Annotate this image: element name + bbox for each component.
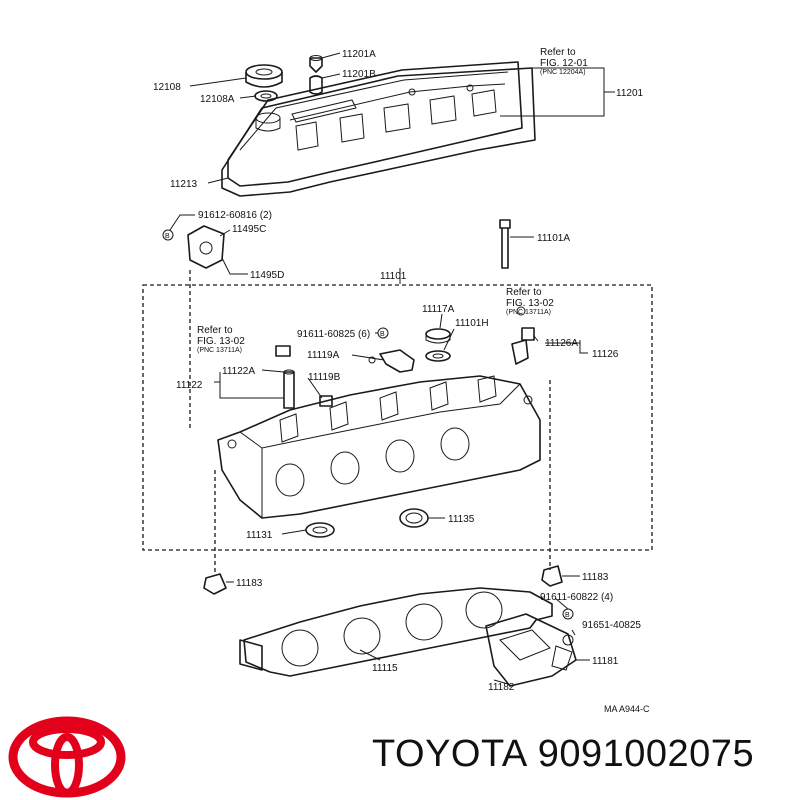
label-11119A: 11119A bbox=[307, 350, 340, 361]
ref1-line2: FIG. 12-01 bbox=[540, 58, 588, 69]
ref3-line1: Refer to bbox=[506, 287, 542, 298]
cylinder-head-drawing bbox=[217, 375, 541, 519]
label-11122A: 11122A bbox=[222, 366, 255, 377]
label-11126: 11126 bbox=[592, 349, 619, 360]
plug-11183-drawing bbox=[203, 565, 563, 595]
ref2-line1: Refer to bbox=[197, 325, 233, 336]
part-number: 9091002075 bbox=[537, 733, 755, 775]
label-11101: 11101 bbox=[380, 271, 407, 282]
label-11495D: 11495D bbox=[250, 270, 284, 281]
oil-filler-cap-drawing bbox=[245, 64, 283, 102]
label-12108A: 12108A bbox=[200, 94, 235, 105]
ref2-line2: FIG. 13-02 bbox=[197, 336, 245, 347]
valve-cover-drawing bbox=[221, 61, 536, 197]
label-12108: 12108 bbox=[153, 82, 181, 93]
label-11213: 11213 bbox=[170, 179, 198, 190]
label-11201B: 11201B bbox=[342, 69, 376, 80]
label-91612-60816: 91612-60816 (2) bbox=[198, 210, 272, 221]
label-11181: 11181 bbox=[592, 656, 619, 667]
label-11101H: 11101H bbox=[455, 318, 489, 329]
label-11122: 11122 bbox=[176, 380, 203, 391]
brand-name: TOYOTA bbox=[372, 733, 528, 775]
label-11135: 11135 bbox=[448, 514, 475, 525]
label-91651-40825: 91651-40825 bbox=[582, 620, 641, 631]
ref1-line3: (PNC 12204A) bbox=[540, 69, 586, 76]
label-11126A: 11126A bbox=[545, 338, 578, 349]
reference-callout-1: Refer to FIG. 12-01 (PNC 12204A) bbox=[540, 47, 588, 76]
toyota-logo bbox=[8, 716, 126, 798]
ref1-line1: Refer to bbox=[540, 47, 576, 58]
ref2-line3: (PNC 13711A) bbox=[197, 347, 242, 354]
svg-text:B: B bbox=[380, 331, 385, 338]
head-small-parts: B bbox=[275, 306, 535, 538]
manifold-gasket-drawing: B bbox=[485, 608, 577, 687]
label-11183-left: 11183 bbox=[236, 578, 263, 589]
diagram-code: MA A944-C bbox=[604, 704, 650, 714]
head-gasket-drawing bbox=[239, 587, 553, 677]
ref3-line2: FIG. 13-02 bbox=[506, 298, 554, 309]
ref3-line3: (PNC 13711A) bbox=[506, 309, 551, 316]
plate-11495-drawing: B bbox=[162, 225, 225, 269]
label-11183-right: 11183 bbox=[582, 572, 609, 583]
label-91611-60822: 91611-60822 (4) bbox=[540, 592, 613, 603]
label-11101A: 11101A bbox=[537, 233, 570, 244]
label-11201: 11201 bbox=[616, 88, 644, 99]
label-11182: 11182 bbox=[488, 682, 515, 693]
svg-text:B: B bbox=[565, 612, 570, 619]
label-11119B: 11119B bbox=[308, 372, 341, 383]
reference-callout-2: Refer to FIG. 13-02 (PNC 13711A) bbox=[197, 325, 245, 354]
label-91611-60825: 91611-60825 (6) bbox=[297, 329, 370, 340]
leader-lines bbox=[169, 52, 615, 685]
reference-callout-3: Refer to FIG. 13-02 (PNC 13711A) bbox=[506, 287, 554, 316]
bolt-11101A-drawing bbox=[499, 219, 511, 269]
label-11115: 11115 bbox=[372, 663, 398, 674]
label-11495C: 11495C bbox=[232, 224, 266, 235]
cylinder-head-box bbox=[142, 270, 653, 575]
label-11131: 11131 bbox=[246, 530, 273, 541]
label-11201A: 11201A bbox=[342, 49, 376, 60]
label-11117A: 11117A bbox=[422, 304, 455, 315]
svg-text:B: B bbox=[165, 233, 170, 240]
part-labels: 11201A 11201B 12108 12108A 11201 11213 9… bbox=[153, 49, 650, 714]
